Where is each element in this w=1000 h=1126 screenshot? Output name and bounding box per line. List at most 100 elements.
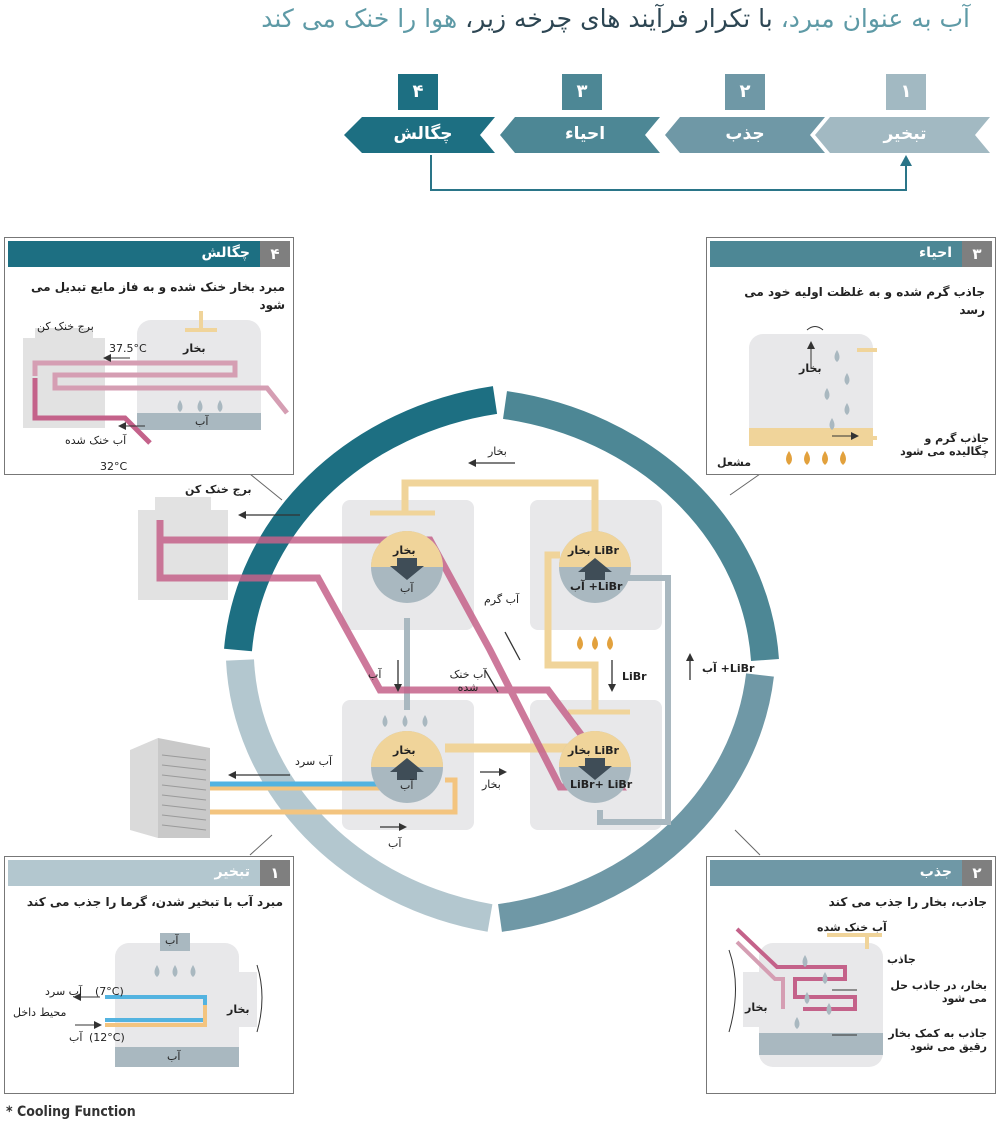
panel1-connector <box>249 834 273 856</box>
panel3-absorbent: جاذب گرم و چگالیده می شود <box>900 432 989 458</box>
panel-absorption-number: ۲ <box>962 860 992 886</box>
step-1-label: تبخیر <box>883 124 927 144</box>
panel-condensation: ۴ چگالش مبرد بخار خنک شده و به فاز مایع … <box>4 237 294 475</box>
panel2-cooled-water: آب خنک شده <box>817 921 887 934</box>
center-tower-body <box>138 510 228 600</box>
step-1-number: ۱ <box>886 74 926 110</box>
evaporator-top-label: بخار <box>393 744 416 757</box>
panel3-connector <box>729 473 761 496</box>
center-tower-label: برج خنک کن <box>185 483 252 496</box>
center-water-bottom: آب <box>388 837 402 850</box>
panel-absorption: ۲ جذب جاذب، بخار را جذب می کند آب خنک شد… <box>706 856 996 1094</box>
step-3-chevron <box>500 117 660 153</box>
condenser-down-arrow <box>390 558 424 580</box>
panel-condensation-desc: مبرد بخار خنک شده و به فاز مایع تبدیل می… <box>30 280 285 312</box>
warm-water-pipe <box>197 777 458 815</box>
panel-regeneration-header: ۳ احیاء <box>710 241 992 267</box>
condenser-sphere-top <box>371 531 443 567</box>
panel4-water: آب <box>195 415 209 428</box>
panel4-tower: برج خنک کن <box>37 320 94 333</box>
evaporator-up-arrow <box>390 758 424 780</box>
panel-evaporation-graphic <box>73 933 263 1067</box>
generator-sphere-top <box>559 531 631 567</box>
step-4-chevron <box>344 117 495 153</box>
evaporator-drops <box>382 715 428 727</box>
panel-evaporation-header: ۱ تبخیر <box>8 860 290 886</box>
panel-absorption-graphic <box>728 927 883 1067</box>
panel4-temp-in: 37.5°C <box>109 342 147 355</box>
panel-condensation-title: چگالش <box>201 245 250 261</box>
step-3-number: ۳ <box>562 74 602 110</box>
panel1-cold-temp: (7°C) <box>95 985 124 998</box>
panel4-connector <box>249 473 283 501</box>
hot-water-arrow <box>504 631 521 661</box>
center-cold-water: آب سرد <box>295 755 333 768</box>
panel-evaporation-title: تبخیر <box>214 864 251 880</box>
panel2-dissolve: بخار، در جاذب حل می شود <box>890 979 987 1005</box>
panel2-vapor: بخار <box>745 1001 768 1014</box>
burner-flames <box>577 636 613 650</box>
panel-regeneration-number: ۳ <box>962 241 992 267</box>
panel1-cold-water: آب سرد <box>45 985 83 998</box>
panel1-vapor: بخار <box>227 1003 250 1016</box>
panel-absorption-title: جذب <box>919 864 952 880</box>
arc-evaporation <box>226 659 493 932</box>
step-4-number: ۴ <box>398 74 438 110</box>
panel-regeneration: ۳ احیاء جاذب گرم شده و به غلظت اولیه خود… <box>706 237 996 475</box>
absorber-bottom-label: LiBr+ LiBr <box>570 778 633 791</box>
panel1-ambient: محیط داخل <box>13 1006 67 1019</box>
panel3-vapor: بخار <box>799 362 822 375</box>
step-2-number: ۲ <box>725 74 765 110</box>
panel3-burner: مشعل <box>717 456 752 469</box>
panel1-warm-temp: (12°C) <box>89 1031 125 1044</box>
arc-condensation <box>224 386 498 652</box>
absorber-top-label: LiBr بخار <box>568 744 619 757</box>
generator-bottom-label: LiBr+ آب <box>570 580 623 593</box>
step-3-label: احیاء <box>564 124 606 144</box>
absorber-sphere-top <box>559 731 631 767</box>
center-tower-top <box>155 497 211 511</box>
panel-condensation-graphic <box>23 311 289 445</box>
panel-regeneration-desc: جاذب گرم شده و به غلظت اولیه خود می رسد <box>744 285 985 317</box>
panel4-vapor: بخار <box>183 342 206 355</box>
center-vapor-mid: بخار <box>482 778 501 791</box>
libr-solution-pipe <box>597 575 671 825</box>
evaporator-sphere-top <box>371 731 443 767</box>
center-libr-down: LiBr <box>622 670 647 683</box>
building-illustration <box>130 738 210 838</box>
panel-evaporation-number: ۱ <box>260 860 290 886</box>
panel1-water-bottom: آب <box>167 1050 181 1063</box>
panel-regeneration-graphic <box>749 326 877 465</box>
panel2-absorbent: جاذب <box>887 953 916 966</box>
step-2-label: جذب <box>725 124 765 144</box>
center-water-down: آب <box>368 668 382 681</box>
panel-condensation-header: ۴ چگالش <box>8 241 290 267</box>
arc-regeneration <box>503 391 779 661</box>
center-cool-water: آب خنک شده <box>449 668 487 694</box>
center-libr-up: LiBr+ آب <box>702 662 755 675</box>
arc-absorption <box>498 673 774 932</box>
condenser-bottom-label: آب <box>400 582 414 595</box>
cool-water-arrow <box>484 669 499 693</box>
absorber-down-arrow <box>578 758 612 780</box>
panel2-dilute: جاذب به کمک بخار رقیق می شود <box>888 1027 987 1053</box>
cycle-return-arrowhead <box>900 155 912 166</box>
panel1-water-top: آب <box>165 934 179 947</box>
condenser-top-label: بخار <box>393 544 416 557</box>
panel-regeneration-title: احیاء <box>918 245 952 261</box>
panel-absorption-desc: جاذب، بخار را جذب می کند <box>828 895 987 909</box>
page-title: آب به عنوان مبرد، با تکرار فرآیند های چر… <box>261 4 970 33</box>
libr-return-pipe <box>544 551 599 712</box>
generator-top-label: LiBr بخار <box>568 544 619 557</box>
panel-evaporation: ۱ تبخیر مبرد آب با تبخیر شدن، گرما را جذ… <box>4 856 294 1094</box>
center-vapor-top: بخار <box>488 445 507 458</box>
vapor-pipe-top <box>401 479 599 548</box>
center-hot-water: آب گرم <box>484 593 520 606</box>
panel4-temp-out: 32°C <box>100 460 128 473</box>
panel4-cooled-water: آب خنک شده <box>65 434 127 447</box>
generator-up-arrow <box>578 558 612 580</box>
step-2-chevron <box>665 117 825 153</box>
panel-evaporation-desc: مبرد آب با تبخیر شدن، گرما را جذب می کند <box>26 895 283 909</box>
cycle-return-line <box>430 155 907 191</box>
panel1-water-in: آب <box>69 1031 83 1044</box>
